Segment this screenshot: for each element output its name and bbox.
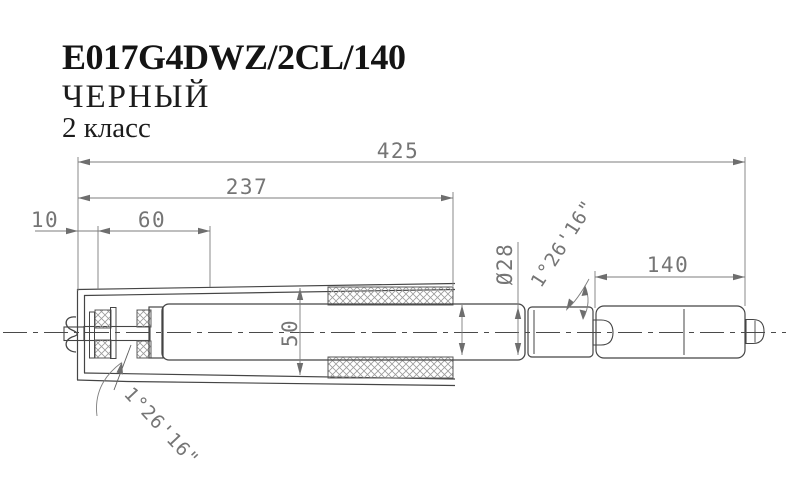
dim-50-label: 50 <box>278 319 302 347</box>
dimension-10-60: 10 60 <box>31 208 210 235</box>
dimension-28: Ø28 <box>458 242 522 355</box>
dim-237-label: 237 <box>226 175 268 199</box>
piston-rod-assembly <box>63 307 152 359</box>
color-name-label: ЧЕРНЫЙ <box>62 79 211 115</box>
dimension-extension-lines <box>77 157 746 308</box>
dimension-237: 237 <box>78 175 453 202</box>
rod-guide-bottom <box>136 340 152 359</box>
retaining-clip <box>65 316 78 353</box>
dimension-140: 140 <box>595 253 745 281</box>
rod-stub <box>63 326 85 342</box>
page-title: E017G4DWZ/2CL/140 <box>62 37 406 77</box>
dimension-425: 425 <box>78 139 745 166</box>
dim-10-label: 10 <box>31 208 59 232</box>
bushing-top <box>327 286 454 306</box>
lower-column-assembly <box>527 305 765 359</box>
washer-left <box>89 311 95 359</box>
dim-60-label: 60 <box>138 208 166 232</box>
taper-angle-upper-label: 1°26'16" <box>527 196 600 291</box>
class-label: 2 класс <box>62 112 151 144</box>
dim-140-label: 140 <box>647 253 689 277</box>
taper-angle-upper: 1°26'16" <box>527 196 600 320</box>
end-button <box>745 318 765 345</box>
dimension-50: 50 <box>278 288 304 375</box>
dim-28-label: Ø28 <box>493 243 517 285</box>
mid-button <box>592 319 614 346</box>
bushing-bottom <box>327 356 454 379</box>
taper-angle-lower-label: 1°26'16" <box>119 383 203 471</box>
valve-nut-bottom <box>94 339 112 359</box>
guide-bushing-blocks <box>327 286 454 379</box>
piston-rod <box>83 325 151 342</box>
rod-guide-top <box>136 309 152 328</box>
dim-425-label: 425 <box>377 139 419 163</box>
valve-nut-top <box>94 309 112 329</box>
taper-angle-lower: 1°26'16" <box>96 344 203 471</box>
